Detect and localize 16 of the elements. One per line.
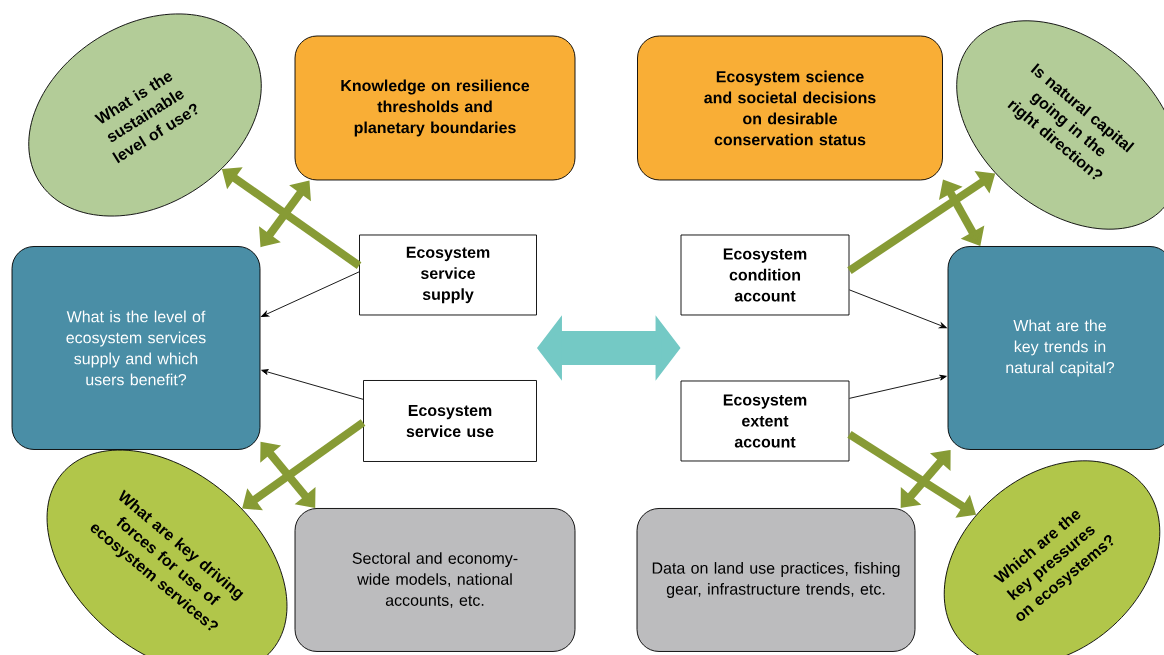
arrow bbox=[849, 374, 947, 399]
arrow bbox=[242, 419, 366, 511]
arrow bbox=[849, 289, 947, 329]
data-box: Data on land use practices, fishing gear, infrastructure trends, etc. bbox=[636, 508, 916, 652]
question-box: What are the key trends in natural capital? bbox=[947, 246, 1164, 450]
account-box: Ecosystem service supply bbox=[359, 234, 537, 316]
knowledge-box: Knowledge on resilience thresholds and planetary boundaries bbox=[294, 35, 576, 181]
account-box: Ecosystem service use bbox=[363, 380, 537, 462]
arrow bbox=[261, 271, 360, 317]
data-box: Sectoral and economy-wide models, national accounts, etc. bbox=[294, 508, 576, 652]
knowledge-box: Ecosystem science and societal decisions on desirable conservation status bbox=[637, 35, 943, 181]
account-box: Ecosystem extent account bbox=[680, 380, 850, 462]
arrow bbox=[261, 369, 364, 400]
question-box: What is the level of ecosystem services supply and which users benefit? bbox=[11, 246, 261, 450]
account-box: Ecosystem condition account bbox=[680, 234, 850, 316]
arrow bbox=[900, 450, 951, 508]
